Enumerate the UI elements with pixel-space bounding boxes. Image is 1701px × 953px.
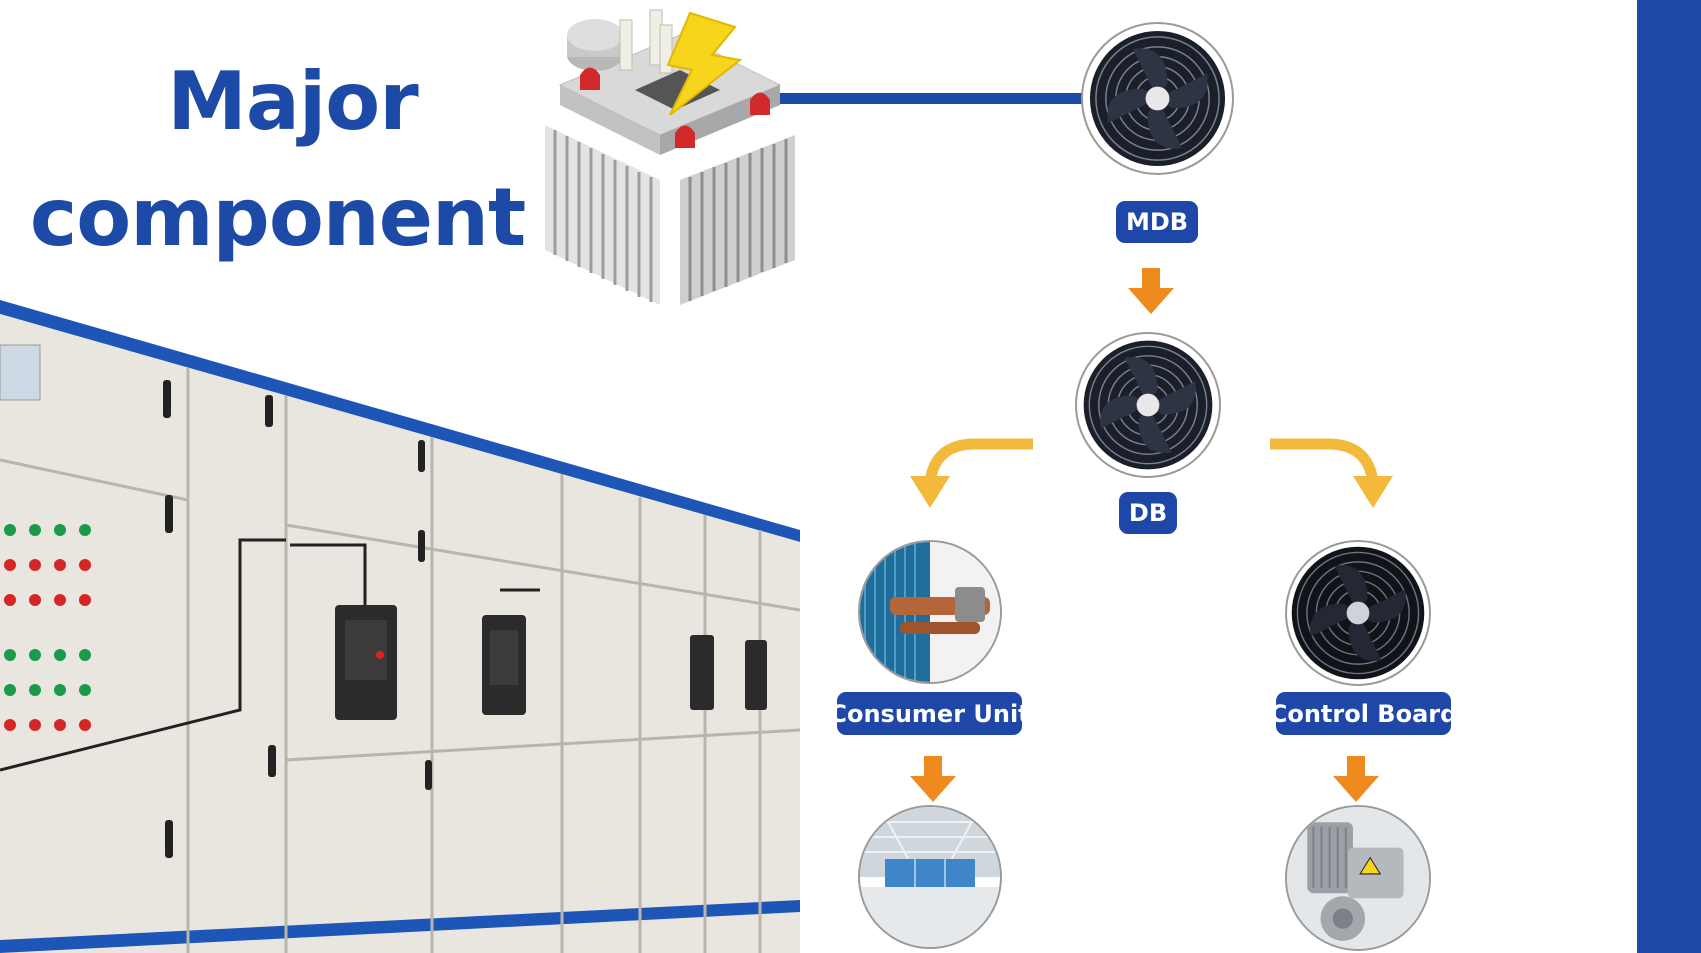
consumer-unit-label: Consumer Unit bbox=[837, 692, 1022, 735]
curved-arrow-right bbox=[1268, 430, 1398, 510]
fan-icon-control-board bbox=[1285, 540, 1431, 686]
control-board-label: Control Board bbox=[1276, 692, 1451, 735]
title-line-2: component bbox=[29, 171, 526, 264]
condenser-pipe-image bbox=[858, 540, 1002, 684]
mdb-label: MDB bbox=[1116, 201, 1198, 243]
fan-icon-mdb bbox=[1081, 22, 1234, 175]
connector-line bbox=[780, 93, 1085, 104]
down-arrow-mdb-db bbox=[1128, 268, 1174, 314]
warehouse-image bbox=[858, 805, 1002, 949]
db-label: DB bbox=[1119, 492, 1177, 534]
switchgear-panel-image bbox=[0, 300, 800, 953]
curved-arrow-left bbox=[905, 430, 1035, 510]
down-arrow-consumer-unit bbox=[910, 756, 956, 802]
fan-icon-db bbox=[1075, 332, 1221, 478]
down-arrow-control-board bbox=[1333, 756, 1379, 802]
title-line-1: Major bbox=[167, 55, 418, 148]
transformer-icon bbox=[540, 5, 805, 305]
motor-image bbox=[1285, 805, 1431, 951]
right-brand-bar bbox=[1637, 0, 1701, 953]
